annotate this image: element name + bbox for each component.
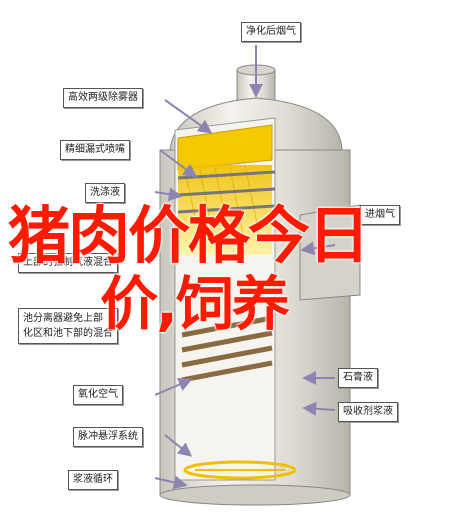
label-gypsum: 石膏液 xyxy=(338,368,378,388)
label-nozzle: 精细漏式喷嘴 xyxy=(60,140,130,160)
label-demister: 高效两级除雾器 xyxy=(63,88,143,108)
label-purified-gas: 净化后烟气 xyxy=(241,22,301,42)
label-oxidation-air: 氧化空气 xyxy=(73,385,123,405)
pulse-suspension-ring xyxy=(183,460,297,480)
separator-plates xyxy=(181,315,273,383)
tower-base xyxy=(159,484,351,506)
label-separator-line2: 化区和池下部的混合 xyxy=(23,328,113,339)
callout-arrows xyxy=(154,45,336,490)
label-slurry-loop: 浆液循环 xyxy=(68,470,118,490)
label-separator-line1: 池分离器避免上部 xyxy=(23,313,103,324)
label-gas-liquid-mix: 上部的强制气液混合 xyxy=(18,253,118,273)
overlay-line1: 猪肉价格今日 xyxy=(8,199,370,272)
label-wash-liquid: 洗涤液 xyxy=(85,183,125,203)
label-pulse-system: 脉冲悬浮系统 xyxy=(73,427,143,447)
label-flue-gas-in: 进烟气 xyxy=(360,205,400,225)
overlay-line2: 价,饲养 xyxy=(100,270,290,338)
label-absorbent: 吸收剂浆液 xyxy=(338,402,398,422)
label-separator: 池分离器避免上部 化区和池下部的混合 xyxy=(18,308,118,344)
flue-gas-inlet-duct xyxy=(299,204,361,301)
